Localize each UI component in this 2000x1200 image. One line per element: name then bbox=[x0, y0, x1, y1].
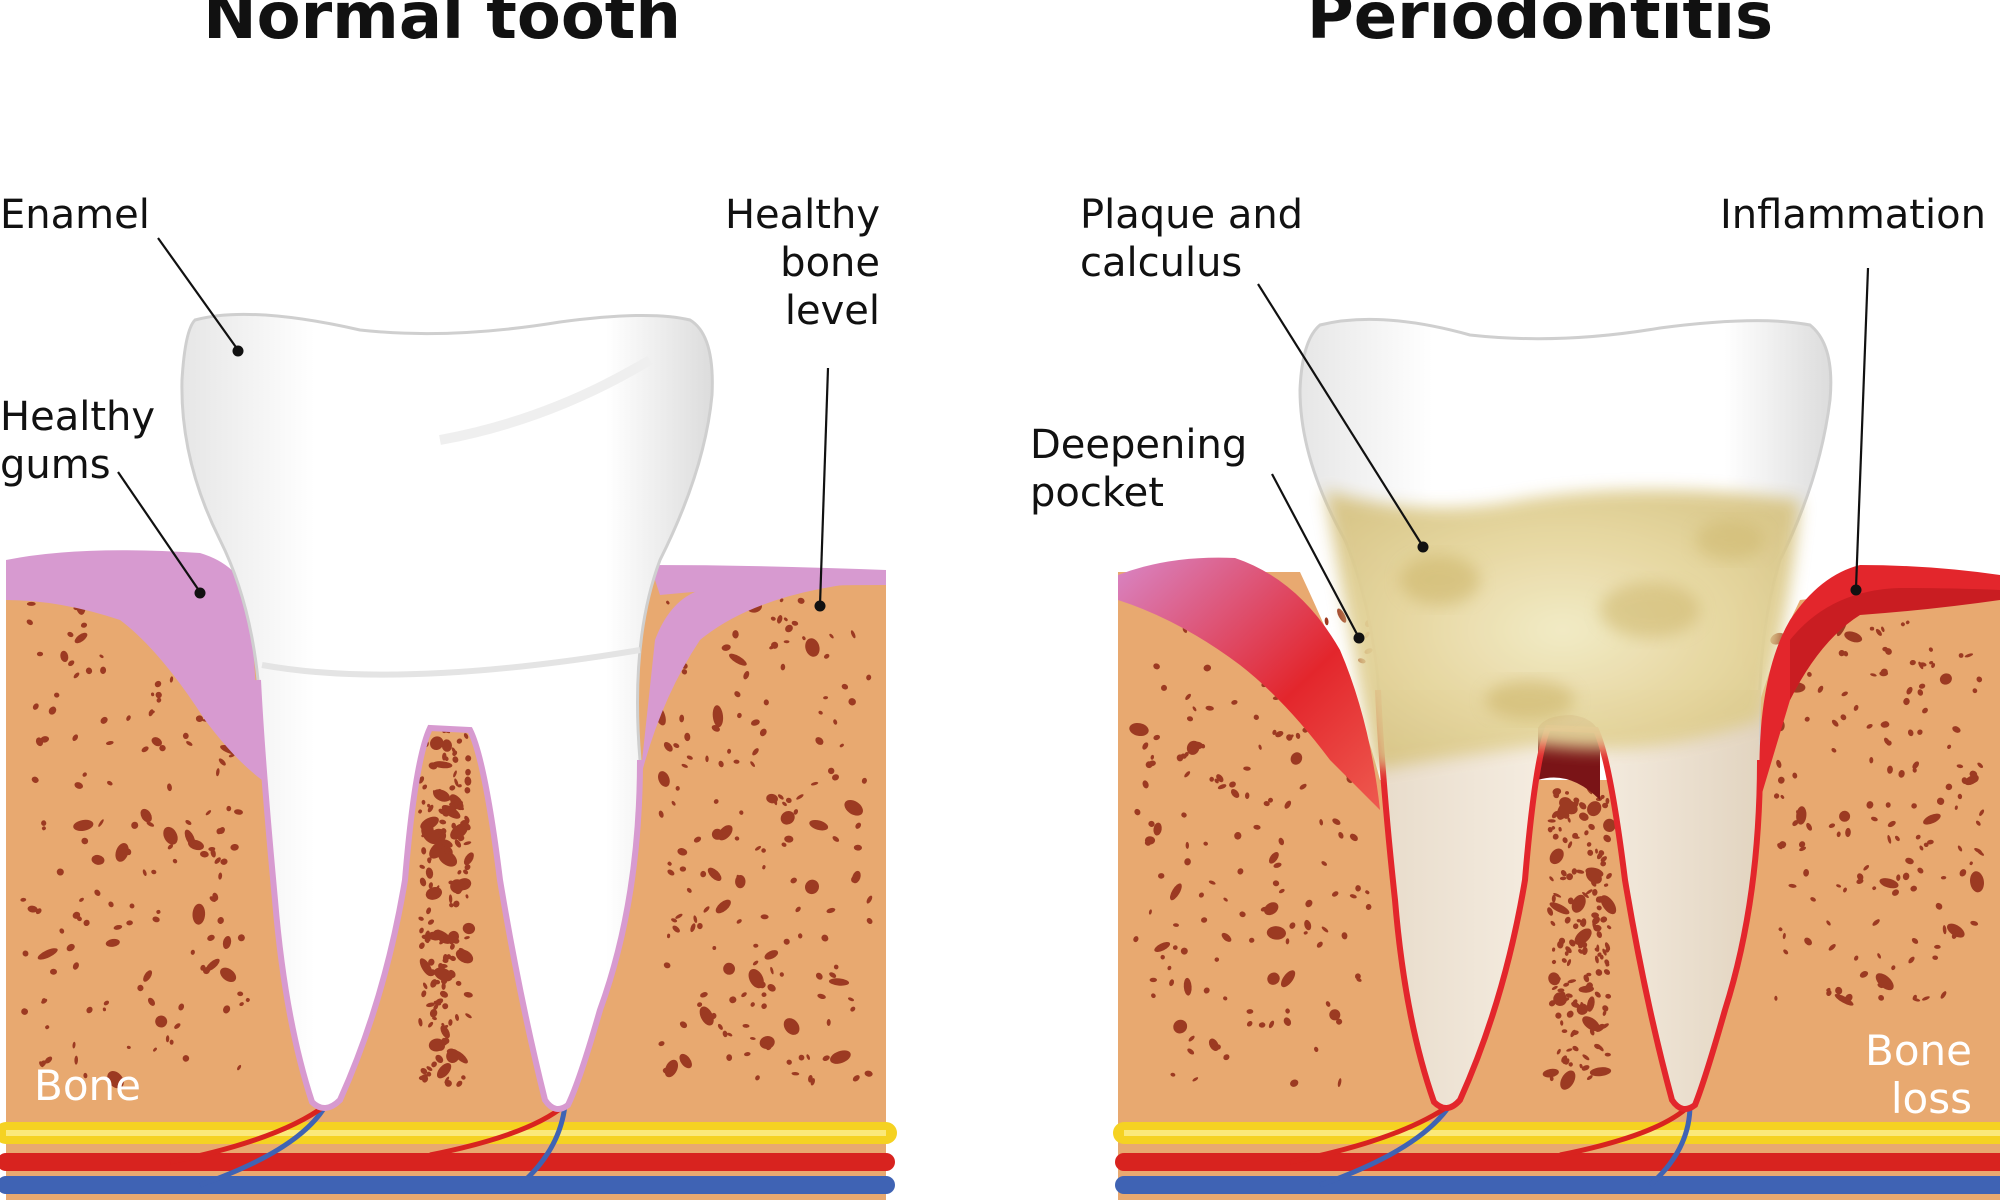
bone-pore bbox=[50, 969, 57, 975]
normal-title: Normal tooth bbox=[203, 0, 681, 54]
periodontitis-panel: Periodontitis bbox=[1030, 0, 2000, 1200]
label-healthy-bone-level-2: bone bbox=[780, 240, 880, 286]
label-plaque-2: calculus bbox=[1080, 240, 1242, 286]
bone-pore bbox=[680, 866, 686, 871]
label-healthy-bone-level-1: Healthy bbox=[725, 192, 880, 238]
label-bone-loss-1: Bone bbox=[1865, 1026, 1972, 1075]
healthy-gums-marker bbox=[195, 588, 206, 599]
label-healthy-gums-1: Healthy bbox=[0, 394, 155, 440]
label-bone-loss-2: loss bbox=[1891, 1074, 1972, 1123]
bone-pore bbox=[1959, 653, 1964, 658]
healthy-bone-level-marker bbox=[815, 601, 826, 612]
inflammation-marker bbox=[1851, 585, 1862, 596]
label-bone: Bone bbox=[34, 1061, 141, 1110]
label-plaque-1: Plaque and bbox=[1080, 192, 1303, 238]
label-pocket-2: pocket bbox=[1030, 470, 1164, 516]
bone-pore bbox=[1324, 617, 1329, 625]
enamel-marker bbox=[233, 346, 244, 357]
plaque-calculus bbox=[1325, 490, 1800, 770]
bone-pore bbox=[1150, 978, 1157, 982]
label-pocket-1: Deepening bbox=[1030, 422, 1247, 468]
label-healthy-gums-2: gums bbox=[0, 442, 111, 488]
label-inflammation: Inflammation bbox=[1720, 192, 1986, 238]
bone-pore bbox=[1562, 1029, 1568, 1033]
pocket-marker bbox=[1354, 633, 1365, 644]
plaque-marker bbox=[1418, 542, 1429, 553]
label-enamel: Enamel bbox=[0, 192, 150, 238]
perio-title: Periodontitis bbox=[1307, 0, 1773, 54]
normal-tooth-panel: Normal tooth Enamel Healthy bbox=[0, 0, 886, 1200]
label-healthy-bone-level-3: level bbox=[785, 288, 880, 334]
